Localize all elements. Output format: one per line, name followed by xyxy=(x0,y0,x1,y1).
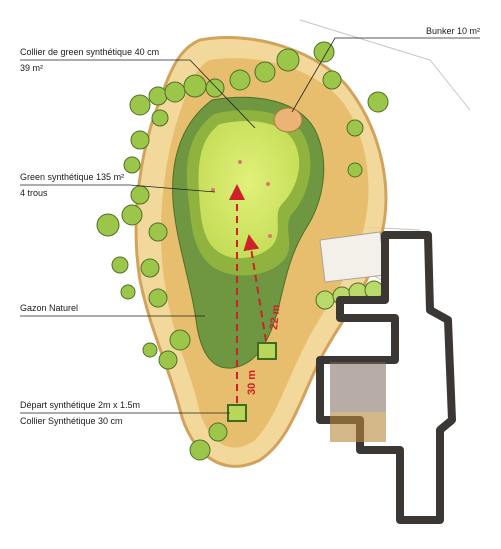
hole-1 xyxy=(238,160,242,164)
tee-box-22m xyxy=(257,342,277,360)
bunker-label: Bunker 10 m² xyxy=(426,26,481,36)
green-holes-label: 4 trous xyxy=(20,188,48,198)
collar-area-label: 39 m² xyxy=(20,63,44,73)
holes xyxy=(211,160,272,238)
bunker xyxy=(273,107,303,133)
hole-3 xyxy=(266,182,270,186)
building xyxy=(316,231,456,524)
arrow-22m xyxy=(243,234,267,342)
leader-lines xyxy=(20,37,480,414)
hole-4 xyxy=(268,234,272,238)
green-label: Green synthétique 135 m² xyxy=(20,172,125,182)
distance-short: 22 m xyxy=(268,304,283,330)
deck xyxy=(319,231,386,283)
tee-label: Départ synthétique 2m x 1.5m xyxy=(20,400,141,410)
collar-label: Collier de green synthétique 40 cm xyxy=(20,47,160,57)
grass-label: Gazon Naturel xyxy=(20,303,79,313)
distance-long: 30 m xyxy=(246,370,258,395)
hole-2 xyxy=(211,188,215,192)
trees xyxy=(96,41,389,461)
putting-green xyxy=(198,120,300,259)
tee-collar-label: Collier Synthétique 30 cm xyxy=(20,416,123,426)
tee-box-30m xyxy=(227,404,247,422)
